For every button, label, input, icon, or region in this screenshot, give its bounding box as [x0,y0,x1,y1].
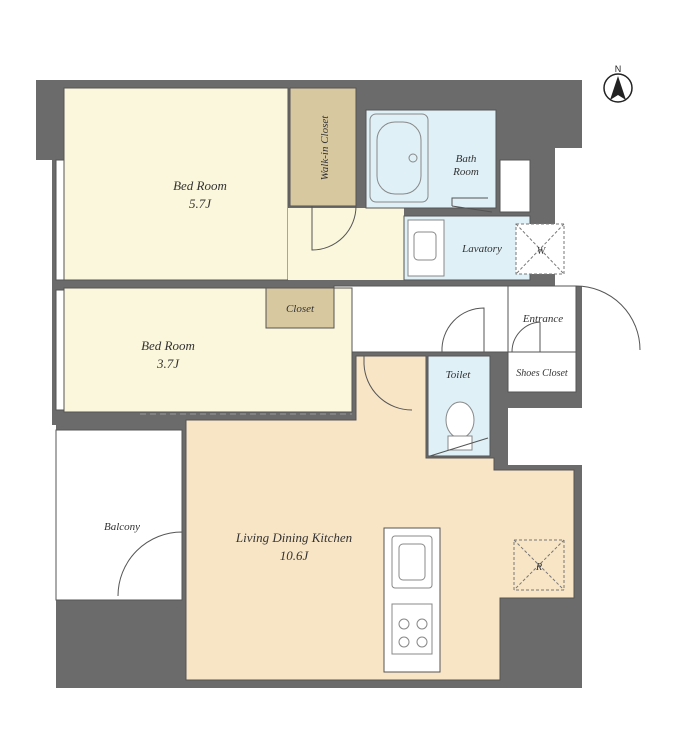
burner-icon-3 [398,636,410,648]
toilet-tank [447,435,473,451]
bathtub [369,113,429,203]
door-toilet [429,437,489,457]
closet-label: Closet [286,303,315,315]
hallway [333,285,509,353]
bedroom-large-size: 5.7J [189,196,212,211]
door-walkin [311,205,357,251]
bathtub-inner [376,121,422,195]
ldk-size: 10.6J [280,548,310,563]
wash-basin-bowl [413,231,437,261]
kitchen-sink [391,535,433,589]
fridge-label: R [535,562,542,573]
balcony-label: Balcony [104,521,140,533]
stove [391,603,433,655]
balcony [55,429,183,601]
svg-text:N: N [615,64,622,74]
bedroom-small-size: 3.7J [156,356,180,371]
burner-icon-1 [398,618,410,630]
door-entrance [575,285,641,352]
wash-basin [407,219,445,277]
door-entrance-inner [511,321,541,353]
washer-diag-1 [515,223,565,275]
room-bedroom-large [63,87,289,281]
fridge-diag-2 [513,539,565,591]
washer-diag-2 [515,223,565,275]
toilet-bowl [445,401,475,439]
burner-icon-4 [416,636,428,648]
room-bedroom-large-ext [288,208,404,280]
bath-label-line2: Room [452,166,479,178]
north-arrow-icon: N [603,64,633,103]
pipe-space [499,159,531,213]
bedroom-small-label: Bed Room [141,338,195,353]
bath-label-line1: Bath [456,153,477,165]
bedroom-large-label: Bed Room [173,178,227,193]
fridge-space [513,539,565,591]
lavatory-label: Lavatory [461,243,502,255]
bathtub-drain-icon [408,153,418,163]
door-bath [451,205,493,213]
kitchen-sink-bowl [398,543,426,581]
notch-top-left [36,160,52,425]
door-lavatory-bath [451,197,488,206]
toilet-label: Toilet [446,369,472,381]
room-closet [265,287,335,329]
ldk-label: Living Dining Kitchen [235,530,352,545]
door-hall [441,307,485,353]
entrance-label: Entrance [522,313,563,325]
window-bedroom-large [55,159,65,281]
door-balcony [117,531,183,597]
room-bath [365,109,497,209]
window-bedroom-small [55,289,65,411]
shoes-closet-label: Shoes Closet [516,368,568,379]
room-shoes-closet [507,351,577,393]
burner-icon-2 [416,618,428,630]
washer-label: W [537,246,547,257]
door-ldk [363,355,413,411]
walkin-closet-label: Walk-in Closet [319,115,331,181]
room-ldk [185,355,575,681]
